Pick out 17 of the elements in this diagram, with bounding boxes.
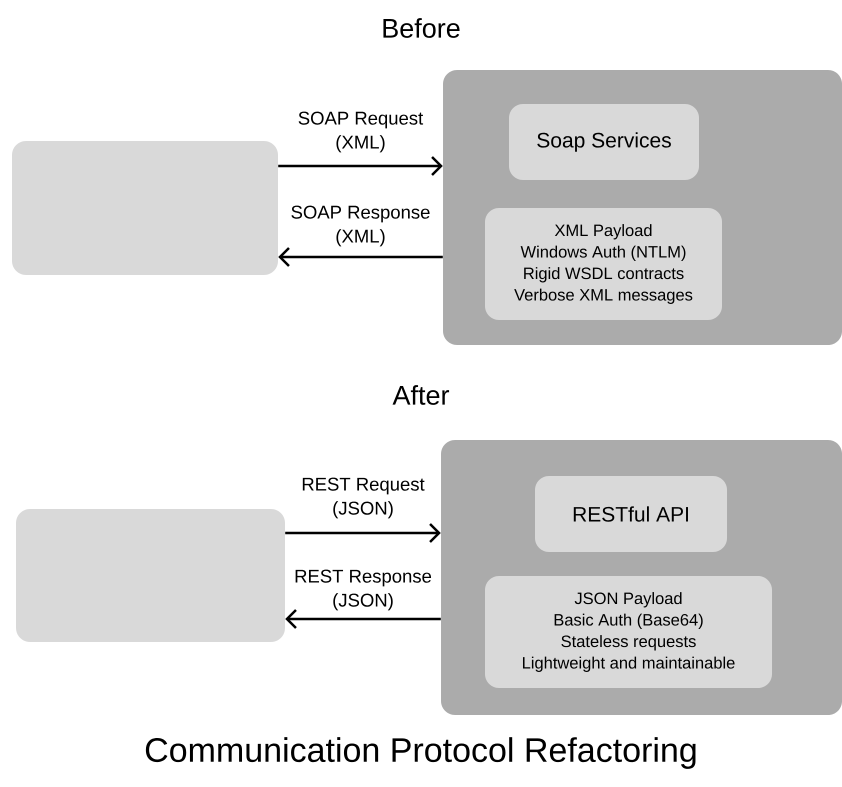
arrow (278, 156, 443, 176)
client-box (12, 141, 278, 275)
service-box: RESTful API (535, 476, 727, 552)
edge-label: REST Request (JSON) (302, 478, 425, 518)
arrow (278, 247, 443, 267)
feature-list-box: XML Payload Windows Auth (NTLM) Rigid WSDL contracts Verbose XML messages (485, 208, 722, 320)
section-heading: Before (383, 18, 460, 38)
service-box: Soap Services (509, 104, 699, 180)
caption: Communication Protocol Refactoring (146, 737, 696, 769)
arrow (285, 609, 441, 629)
edge-label: REST Response (JSON) (296, 570, 432, 610)
section-heading: After (392, 385, 450, 405)
edge-label: SOAP Response (XML) (291, 206, 430, 246)
feature-list-box: JSON Payload Basic Auth (Base64) Stateless requests Lightweight and maintainable (485, 576, 772, 688)
arrow (285, 523, 441, 543)
client-box (16, 509, 285, 642)
edge-label: SOAP Request (XML) (298, 112, 424, 152)
